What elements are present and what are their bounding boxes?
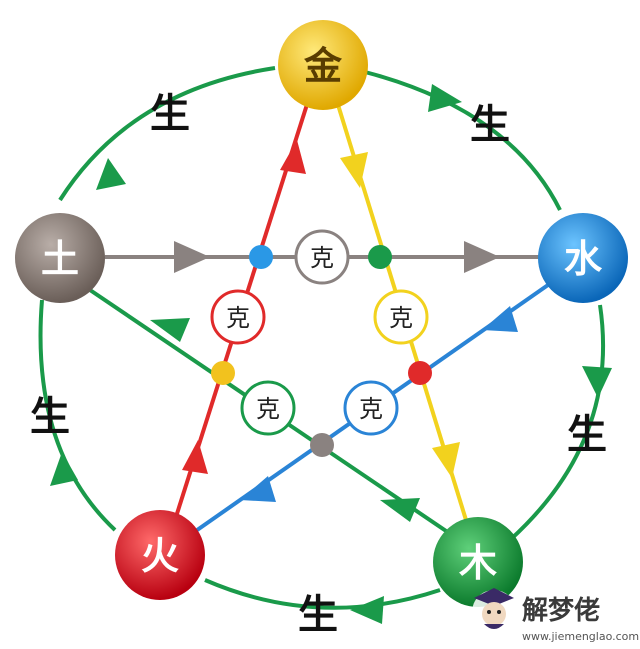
node-wood-label: 木 [459,541,497,585]
node-fire-label: 火 [141,534,179,578]
arrowhead-fire-metal-1 [280,140,306,174]
arc-metal-water [364,70,562,211]
arrowhead-earth-water-2 [464,241,500,273]
node-water-circle [538,213,628,303]
sheng-arrowheads [50,84,612,624]
ke-label-metal-wood: 克 [373,289,429,345]
arrowhead-metal-water [428,84,462,112]
watermark-url: www.jiemenglao.com [522,630,639,643]
sheng-label-water-wood: 生 [567,412,607,458]
arc-water-wood [508,304,606,542]
node-earth-label: 土 [41,237,79,281]
dot-yellow [211,361,235,385]
arrowhead-fire-earth [50,452,78,486]
ke-label-wood-earth: 克 [240,380,296,436]
ke-label-fire-metal: 克 [210,289,266,345]
arc-fire-earth [38,299,117,532]
watermark: 解梦佬 www.jiemenglao.com [472,588,639,643]
arrowhead-wood-earth-1 [150,318,190,342]
node-wood: 木 [433,517,523,607]
arrowhead-earth-water-1 [174,241,210,273]
arc-wood-fire [204,578,441,610]
ke-text-earth-water: 克 [310,244,334,272]
arrowhead-earth-metal [96,158,126,190]
arrowhead-water-wood [582,366,612,398]
watermark-brand: 解梦佬 [522,596,600,626]
sheng-label-earth-metal: 生 [150,91,190,137]
ke-label-water-fire: 克 [343,380,399,436]
ke-text-water-fire: 克 [359,395,383,423]
node-fire-circle [115,510,205,600]
arc-earth-metal [58,66,276,202]
sheng-label-fire-earth: 生 [30,394,70,440]
arrowhead-water-fire-1 [482,306,518,332]
arrowhead-metal-wood-1 [340,152,368,188]
arrowhead-wood-fire [350,596,384,624]
arrowhead-water-fire-2 [240,476,276,502]
arrowhead-wood-earth-2 [380,498,420,522]
intersection-dots [211,245,432,457]
dot-red [408,361,432,385]
ke-arrowheads [150,140,518,522]
node-wood-circle [433,517,523,607]
ke-label-earth-water: 克 [294,229,350,285]
sheng-label-wood-fire: 生 [298,592,338,638]
node-water-label: 水 [564,237,603,281]
node-metal-circle [278,20,368,110]
dot-gray [310,433,334,457]
ke-text-metal-wood: 克 [389,304,413,332]
node-fire: 火 [115,510,205,600]
dot-blue [249,245,273,269]
dot-green [368,245,392,269]
node-earth-circle [15,213,105,303]
sheng-label-metal-water: 生 [470,102,510,148]
watermark-avatar-icon [472,588,516,634]
node-metal: 金 [278,20,368,110]
arrowhead-fire-metal-2 [182,440,208,474]
ke-text-wood-earth: 克 [256,395,280,423]
node-earth: 土 [15,213,105,303]
sheng-cycle [38,66,606,610]
node-metal-label: 金 [303,44,343,88]
arrowhead-metal-wood-2 [432,442,460,478]
node-water: 水 [538,213,628,303]
ke-text-fire-metal: 克 [226,304,250,332]
ke-star [88,94,550,537]
